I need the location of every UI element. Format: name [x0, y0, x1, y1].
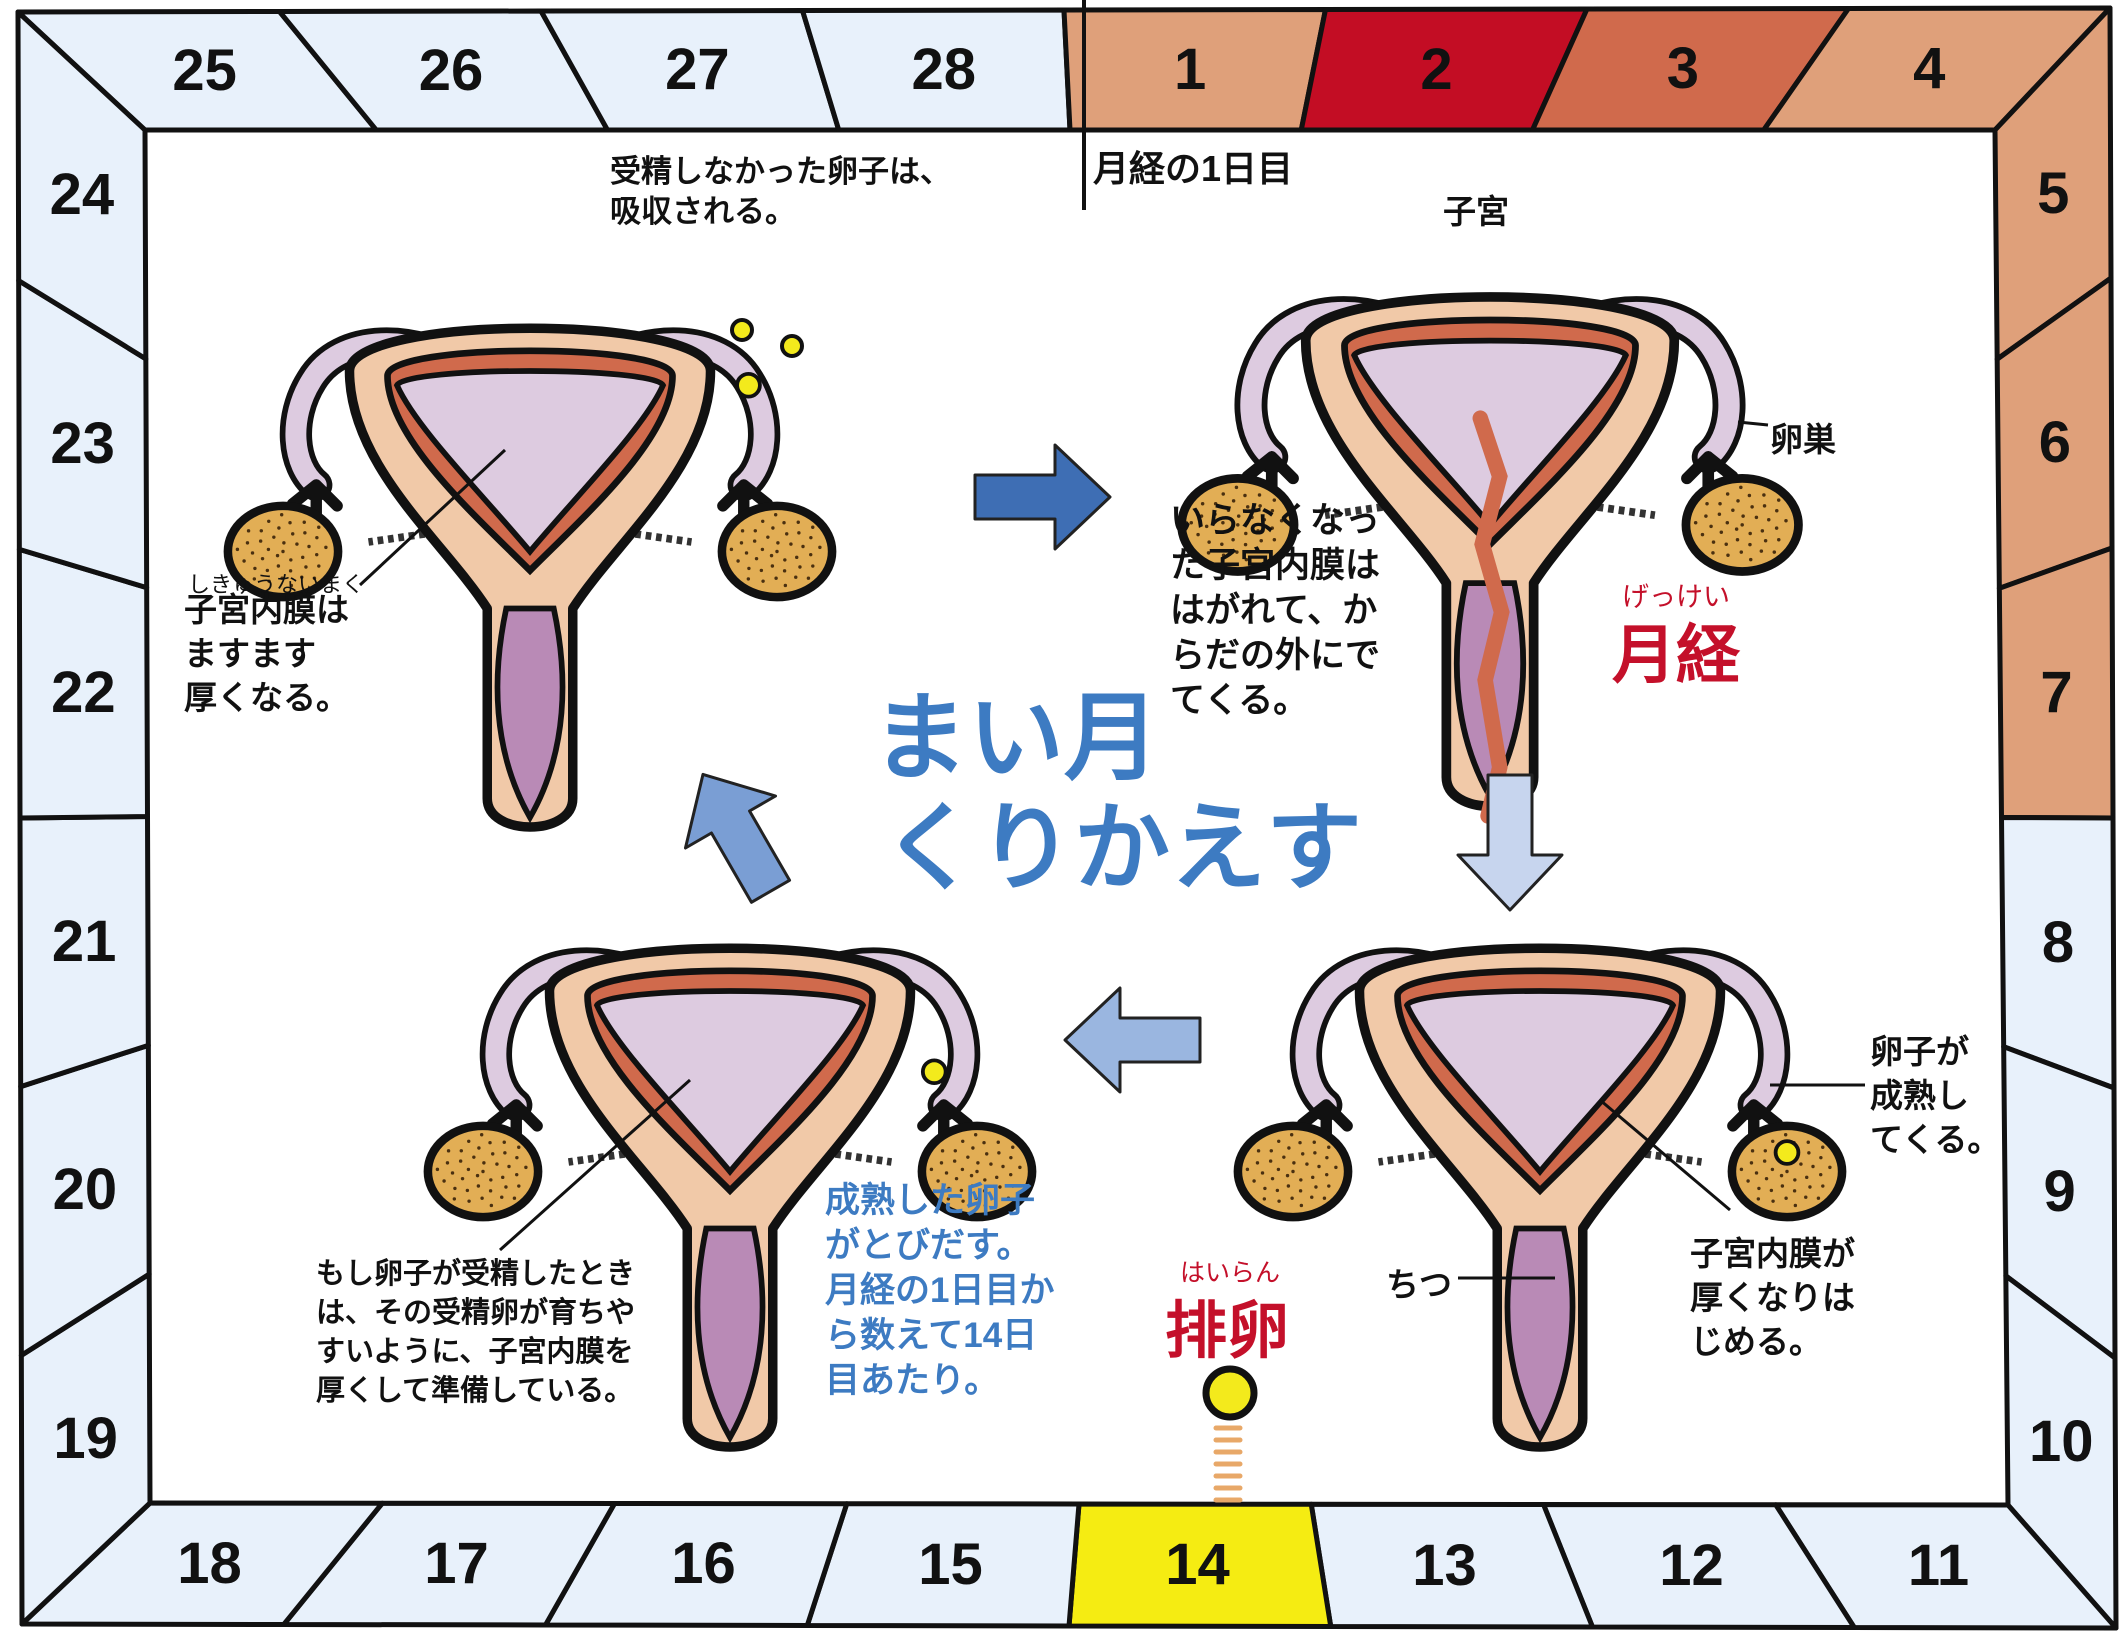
egg-matures-label: 卵子が 成熟し てくる。 [1870, 1030, 2000, 1162]
day-number-4: 4 [1869, 39, 1989, 99]
day-number-15: 15 [891, 1535, 1011, 1595]
shedding-label: いらなくなっ た子宮内膜は はがれて、か らだの外にで てくる。 [1170, 498, 1380, 723]
starts-thick-label: 子宮内膜が 厚くなりは じめる。 [1690, 1232, 1855, 1364]
egg-absorbed-2 [782, 336, 802, 356]
day-number-24: 24 [22, 165, 142, 225]
day-number-25: 25 [145, 41, 265, 101]
cycle-title-line2: くりかえす [882, 770, 1362, 909]
egg [1776, 1141, 1799, 1164]
arrow-up [658, 748, 816, 917]
thickens-more-label: 子宮内膜は ますます 厚くなる。 [184, 588, 349, 720]
day-number-1: 1 [1130, 40, 1250, 100]
day-number-5: 5 [1993, 164, 2113, 224]
day1-label: 月経の1日目 [1093, 140, 1293, 192]
arrow-left [1065, 988, 1200, 1092]
day-number-18: 18 [150, 1534, 270, 1594]
egg [737, 374, 760, 397]
day-number-11: 11 [1879, 1536, 1999, 1596]
day-number-20: 20 [25, 1160, 145, 1220]
day-number-9: 9 [2000, 1162, 2119, 1222]
day-number-23: 23 [23, 414, 143, 474]
day-number-12: 12 [1632, 1536, 1752, 1596]
ovulation-label: 排卵 [1165, 1280, 1289, 1370]
day-number-2: 2 [1377, 40, 1497, 100]
egg [923, 1060, 946, 1083]
day-number-28: 28 [884, 40, 1004, 100]
uterus-day8 [1238, 948, 1842, 1447]
egg-absorbed-1 [732, 320, 752, 340]
absorbed-label: 受精しなかった卵子は、 吸収される。 [610, 152, 951, 232]
ovulated-egg [1206, 1369, 1254, 1417]
day-number-22: 22 [23, 663, 143, 723]
day-number-13: 13 [1385, 1536, 1505, 1596]
day-number-10: 10 [2001, 1412, 2119, 1472]
vagina-label: ちつ [1386, 1258, 1452, 1306]
day-number-3: 3 [1623, 39, 1743, 99]
day-number-7: 7 [1996, 663, 2116, 723]
day-number-19: 19 [26, 1409, 146, 1469]
egg-released-label: 成熟した卵子 がとびだす。 月経の1日目か ら数えて14日 目あたり。 [825, 1178, 1054, 1403]
ovary-label: 卵巣 [1770, 413, 1836, 461]
fertilized-label: もし卵子が受精したとき は、その受精卵が育ちや すいように、子宮内膜を 厚くして… [316, 1255, 635, 1411]
day-number-26: 26 [391, 41, 511, 101]
menses-label: 月経 [1612, 604, 1740, 696]
day-number-17: 17 [397, 1534, 517, 1594]
day-number-6: 6 [1995, 413, 2115, 473]
day-number-16: 16 [644, 1534, 764, 1594]
day-number-8: 8 [1998, 913, 2118, 973]
day-number-21: 21 [24, 912, 144, 972]
uterus-label: 子宮 [1443, 185, 1509, 233]
day-number-27: 27 [637, 40, 757, 100]
arrow-right [975, 445, 1110, 549]
day-number-14: 14 [1138, 1535, 1258, 1595]
